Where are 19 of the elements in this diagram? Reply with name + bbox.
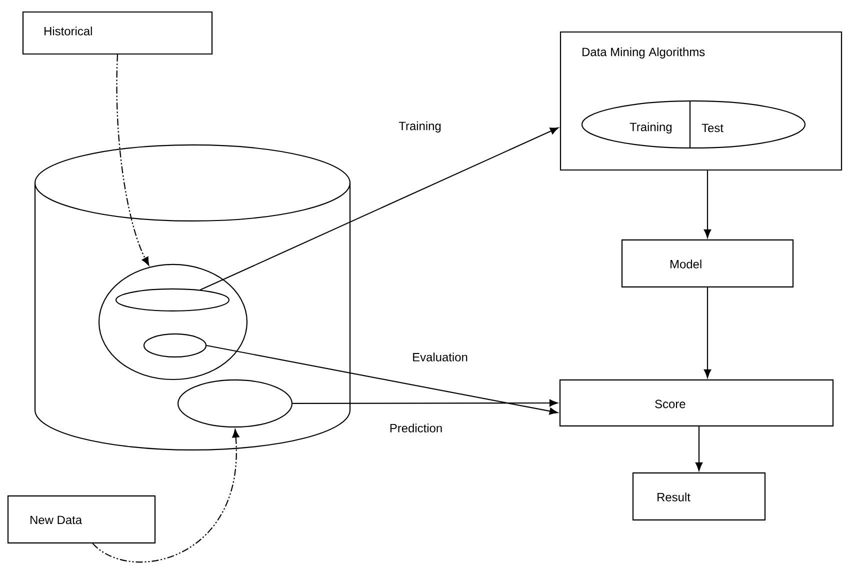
arrow (695, 426, 703, 471)
process-box: Score (559, 379, 834, 427)
arrow (292, 399, 558, 407)
edge-label: Training (398, 120, 442, 134)
process-box: New Data (7, 495, 156, 544)
arrow (704, 288, 712, 378)
edge-label: Prediction (388, 422, 444, 434)
edge-label: Evaluation (411, 352, 469, 362)
arrow (200, 127, 559, 290)
arrow (206, 344, 558, 415)
arrow (704, 170, 712, 238)
ellipse (143, 333, 207, 358)
process-box: Historical (22, 11, 213, 55)
arrow (92, 429, 240, 562)
process-box: Result (632, 472, 766, 521)
process-box: Model (621, 239, 794, 288)
ellipse (115, 288, 230, 312)
ellipse (177, 379, 293, 428)
arrow (116, 54, 150, 266)
